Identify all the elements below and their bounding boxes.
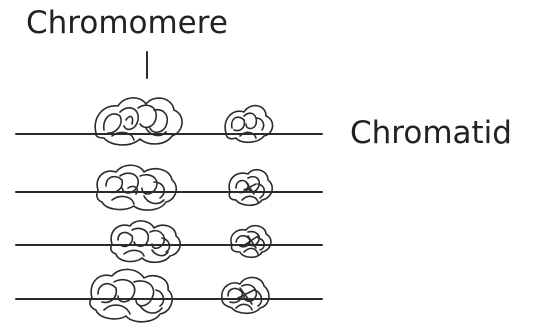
chromatid-1 bbox=[16, 98, 322, 145]
chromatid-1-chromomere-small bbox=[225, 106, 272, 143]
chromatid-2-chromomere-large bbox=[97, 165, 176, 210]
chromatid-4 bbox=[16, 269, 322, 321]
chromatid-4-chromomere-small bbox=[222, 277, 269, 313]
chromatid-1-chromomere-large bbox=[95, 98, 182, 145]
chromatid-3 bbox=[16, 221, 322, 262]
chromatid-2-chromomere-small bbox=[229, 170, 272, 206]
chromatid-3-chromomere-large bbox=[111, 221, 180, 262]
chromatid-3-chromomere-small bbox=[231, 226, 271, 258]
chromatid-4-chromomere-large bbox=[90, 269, 172, 321]
chromatid-2 bbox=[16, 165, 322, 210]
